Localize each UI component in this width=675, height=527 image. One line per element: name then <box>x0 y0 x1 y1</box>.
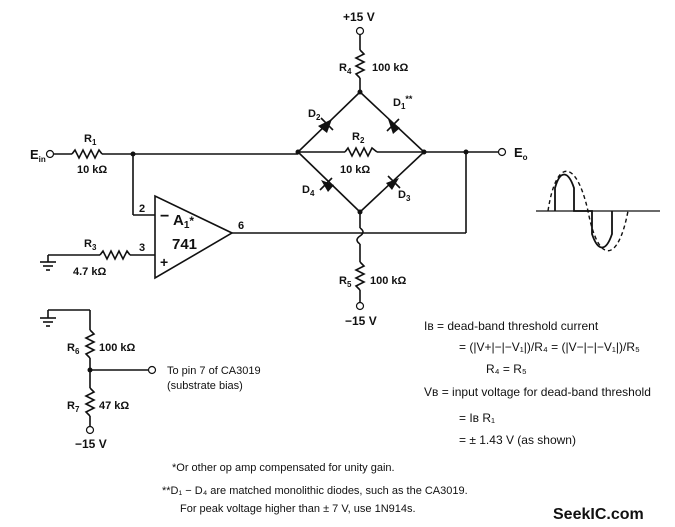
watermark: SeekIC.com <box>553 506 644 523</box>
substrate-terminal <box>147 365 157 375</box>
resistor-r2-value: 10 kΩ <box>340 164 370 176</box>
diode-d4: D4 <box>302 177 334 198</box>
resistor-r6-value: 100 kΩ <box>99 342 136 354</box>
resistor-r7-symbol <box>84 387 96 417</box>
resistor-r4-name: R4 <box>339 62 352 76</box>
footnote-3: For peak voltage higher than ± 7 V, use … <box>180 503 416 515</box>
resistor-r2: R2 10 kΩ <box>340 131 378 176</box>
pin-noninv-label: 3 <box>139 242 145 254</box>
op-amp-name: A1* <box>173 212 194 231</box>
ground-icon <box>40 261 56 271</box>
equation-vb-definition: Vʙ = input voltage for dead-band thresho… <box>424 385 651 399</box>
resistor-r1: R1 10 kΩ <box>71 133 298 176</box>
op-amp-model: 741 <box>172 236 197 253</box>
resistor-r5-symbol <box>354 261 366 291</box>
resistor-r3: R3 4.7 kΩ <box>40 238 131 278</box>
footnotes: *Or other op amp compensated for unity g… <box>162 462 468 515</box>
pin-out-label: 6 <box>238 220 244 232</box>
diode-d4-symbol <box>321 180 334 192</box>
output-waveform <box>536 170 660 252</box>
equation-ib: = (|V+|−|−V₁|)/R₄ = (|V−|−|−V₁|)/R₅ <box>459 340 640 354</box>
op-amp-noninv-sign: + <box>160 254 168 270</box>
positive-supply-label: +15 V <box>343 10 375 24</box>
input-section: Ein <box>30 147 72 164</box>
input-label: Ein <box>30 147 46 164</box>
resistor-r1-value: 10 kΩ <box>77 164 107 176</box>
negative-supply-terminal <box>355 301 365 311</box>
resistor-r6-symbol <box>84 329 96 359</box>
diode-d3-name: D3 <box>398 189 411 203</box>
output-label: Eo <box>514 145 528 162</box>
diode-d1: D1** <box>386 94 413 134</box>
resistor-r2-symbol <box>344 146 378 158</box>
resistor-r5-name: R5 <box>339 275 352 289</box>
positive-supply-terminal <box>355 26 365 36</box>
resistor-r1-symbol <box>71 148 103 160</box>
substrate-label-line2: (substrate bias) <box>167 380 243 392</box>
waveform-output-solid <box>554 173 613 249</box>
equation-ib-definition: Iʙ = dead-band threshold current <box>424 319 599 333</box>
resistor-r5-value: 100 kΩ <box>370 275 407 287</box>
output-section: Eo <box>424 145 528 233</box>
input-terminal <box>45 149 55 159</box>
substrate-label-line1: To pin 7 of CA3019 <box>167 365 261 377</box>
resistor-r5: R5 100 kΩ −15 V <box>339 212 407 328</box>
substrate-bias-divider: R6 100 kΩ R7 47 kΩ −15 V To pin 7 of CA3… <box>40 309 261 451</box>
resistor-r4-value: 100 kΩ <box>372 62 409 74</box>
resistor-r3-value: 4.7 kΩ <box>73 266 106 278</box>
equation-r4-r5: R₄ = R₅ <box>486 362 527 376</box>
diode-d2-name: D2 <box>308 108 321 122</box>
resistor-r3-name: R3 <box>84 238 97 252</box>
diode-d2-symbol <box>318 119 332 133</box>
diode-d1-name: D1** <box>393 94 413 111</box>
footnote-2: **D₁ − D₄ are matched monolithic diodes,… <box>162 485 468 497</box>
footnote-1: *Or other op amp compensated for unity g… <box>172 462 395 474</box>
negative-supply-label-r7: −15 V <box>75 437 107 451</box>
ground-icon <box>40 317 56 327</box>
op-amp-inv-sign: − <box>160 208 169 225</box>
diode-d1-symbol <box>388 119 400 134</box>
diode-d4-name: D4 <box>302 184 315 198</box>
resistor-r7-name: R7 <box>67 400 80 414</box>
negative-supply-terminal-r7 <box>85 425 95 435</box>
resistor-r6-name: R6 <box>67 342 80 356</box>
equation-vb-value: = ± 1.43 V (as shown) <box>459 433 576 447</box>
op-amp-a1: − + A1* 741 2 3 6 <box>130 194 466 280</box>
pin-inv-label: 2 <box>139 203 145 215</box>
diode-d3-symbol <box>386 178 399 190</box>
negative-supply-label: −15 V <box>345 314 377 328</box>
resistor-r1-name: R1 <box>84 133 97 147</box>
positive-supply: +15 V <box>343 10 375 50</box>
equations: Iʙ = dead-band threshold current = (|V+|… <box>424 319 651 447</box>
op-amp-triangle <box>154 194 234 280</box>
output-terminal <box>497 147 507 157</box>
resistor-r4: R4 100 kΩ <box>339 49 409 92</box>
resistor-r7-value: 47 kΩ <box>99 400 129 412</box>
resistor-r2-name: R2 <box>352 131 365 145</box>
equation-vb: = Iʙ R₁ <box>459 411 495 425</box>
diode-d2: D2 <box>308 108 334 133</box>
diode-d3: D3 <box>386 175 411 203</box>
resistor-r4-symbol <box>354 49 366 79</box>
resistor-r3-symbol <box>99 249 131 261</box>
